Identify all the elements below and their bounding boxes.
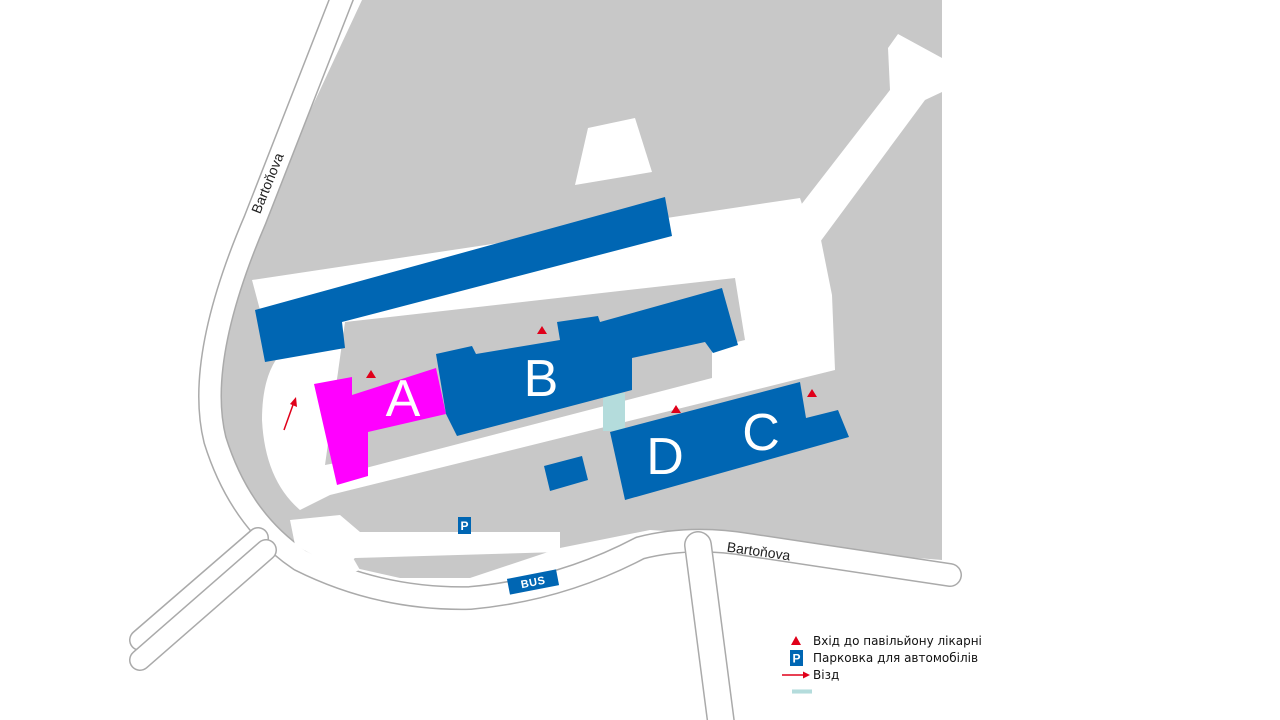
bus-stop-sign: BUS: [506, 569, 560, 595]
outer-roads: [129, 0, 962, 720]
parking-icon: P: [780, 649, 812, 666]
svg-text:BUS: BUS: [520, 575, 547, 591]
building-north-block: [255, 197, 672, 362]
building-a-label: A: [386, 370, 421, 428]
entrance-triangle-icon: [780, 632, 812, 649]
entrance-triangle-icon: [671, 405, 681, 413]
building-d-label: D: [646, 428, 684, 486]
entrance-markers: [366, 326, 817, 413]
legend-text-entrance: Вхід до павільйону лікарні: [813, 633, 982, 648]
parking-icon: P: [458, 517, 471, 534]
legend-text-parking: Парковка для автомобілів: [813, 650, 979, 665]
entrance-triangle-icon: [807, 389, 817, 397]
building-c-label: C: [742, 404, 780, 462]
passage-connector: [603, 393, 625, 431]
legend-item-passage: [780, 683, 982, 700]
map-legend: Вхід до павільйону лікарні P Парковка дл…: [780, 632, 982, 700]
building-a-shape: [314, 368, 446, 485]
entry-arrow-icon: [283, 397, 297, 431]
entrance-triangle-icon: [537, 326, 547, 334]
svg-text:P: P: [460, 519, 468, 533]
legend-item-entry: Візд: [780, 666, 982, 683]
buildings: [255, 197, 849, 500]
building-b-shape: [436, 288, 738, 436]
building-cd-shape: [610, 382, 849, 500]
entry-arrow-icon: [780, 666, 812, 683]
legend-item-parking: P Парковка для автомобілів: [780, 649, 982, 666]
passage-bar-icon: [780, 683, 812, 700]
legend-text-entry: Візд: [813, 667, 840, 682]
legend-item-entrance: Вхід до павільйону лікарні: [780, 632, 982, 649]
entrance-triangle-icon: [366, 370, 376, 378]
svg-text:P: P: [792, 651, 800, 665]
building-b-label: B: [524, 350, 559, 408]
building-small-block: [544, 456, 588, 491]
